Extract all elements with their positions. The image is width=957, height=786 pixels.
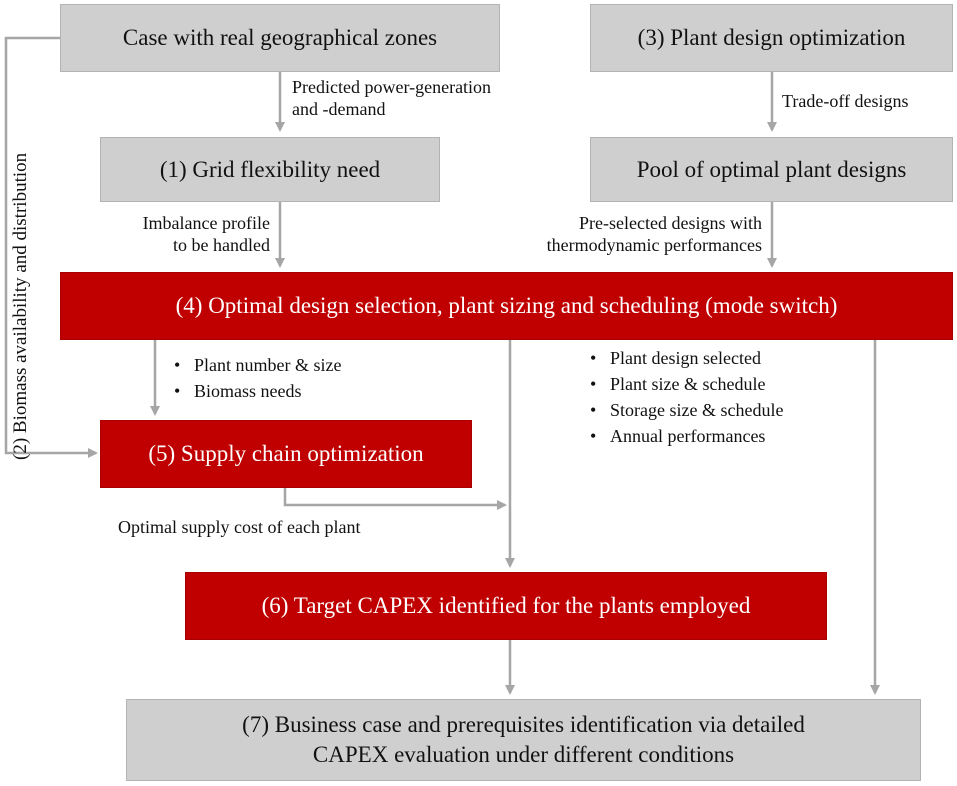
box-grid-flexibility-text: (1) Grid flexibility need <box>159 156 381 182</box>
label-preselected-line1: Pre-selected designs with <box>579 213 762 233</box>
arrow-supply-to-merge <box>283 488 507 510</box>
box-business-case-line2: CAPEX evaluation under different conditi… <box>312 742 735 767</box>
bullet-item: Biomass needs <box>170 378 341 404</box>
label-predicted-line1: Predicted power-generation <box>292 77 492 97</box>
label-imbalance-line2: to be handled <box>173 235 270 255</box>
label-predicted: Predicted power-generation and -demand <box>292 76 491 120</box>
label-tradeoff-text: Trade-off designs <box>782 91 909 111</box>
box-case-zones: Case with real geographical zones <box>60 4 500 72</box>
arrow-biomass-to-supply <box>4 36 98 458</box>
bullet-list-right: Plant design selected Plant size & sched… <box>586 345 783 449</box>
label-imbalance-line1: Imbalance profile <box>142 213 270 233</box>
box-supply-chain-text: (5) Supply chain optimization <box>148 441 424 466</box>
bullet-item: Plant design selected <box>586 345 783 371</box>
label-predicted-line2: and -demand <box>292 99 386 119</box>
label-preselected-line2: thermodynamic performances <box>546 235 762 255</box>
bullet-item: Annual performances <box>586 423 783 449</box>
box-business-case: (7) Business case and prerequisites iden… <box>126 699 921 781</box>
label-tradeoff: Trade-off designs <box>782 90 909 112</box>
bullet-item: Storage size & schedule <box>586 397 783 423</box>
box-pool-designs: Pool of optimal plant designs <box>590 137 953 202</box>
bullet-list-left: Plant number & size Biomass needs <box>170 352 341 404</box>
label-preselected: Pre-selected designs with thermodynamic … <box>450 212 762 256</box>
box-optimal-selection-text: (4) Optimal design selection, plant sizi… <box>175 293 838 318</box>
box-plant-design-optimization: (3) Plant design optimization <box>590 4 953 72</box>
box-business-case-line1: (7) Business case and prerequisites iden… <box>242 712 805 737</box>
box-case-zones-text: Case with real geographical zones <box>122 25 438 50</box>
box-grid-flexibility: (1) Grid flexibility need <box>100 137 440 202</box>
box-supply-chain: (5) Supply chain optimization <box>100 420 472 488</box>
box-plant-design-text: (3) Plant design optimization <box>637 25 906 50</box>
box-optimal-selection: (4) Optimal design selection, plant sizi… <box>60 272 953 340</box>
box-target-capex-text: (6) Target CAPEX identified for the plan… <box>261 593 751 618</box>
box-target-capex: (6) Target CAPEX identified for the plan… <box>185 572 827 640</box>
label-supply-cost: Optimal supply cost of each plant <box>118 516 360 538</box>
label-biomass-vertical: (2) Biomass availability and distributio… <box>10 152 31 460</box>
bullet-item: Plant size & schedule <box>586 371 783 397</box>
box-pool-designs-text: Pool of optimal plant designs <box>636 156 907 182</box>
bullet-item: Plant number & size <box>170 352 341 378</box>
label-imbalance: Imbalance profile to be handled <box>86 212 270 256</box>
label-supply-cost-text: Optimal supply cost of each plant <box>118 517 361 537</box>
